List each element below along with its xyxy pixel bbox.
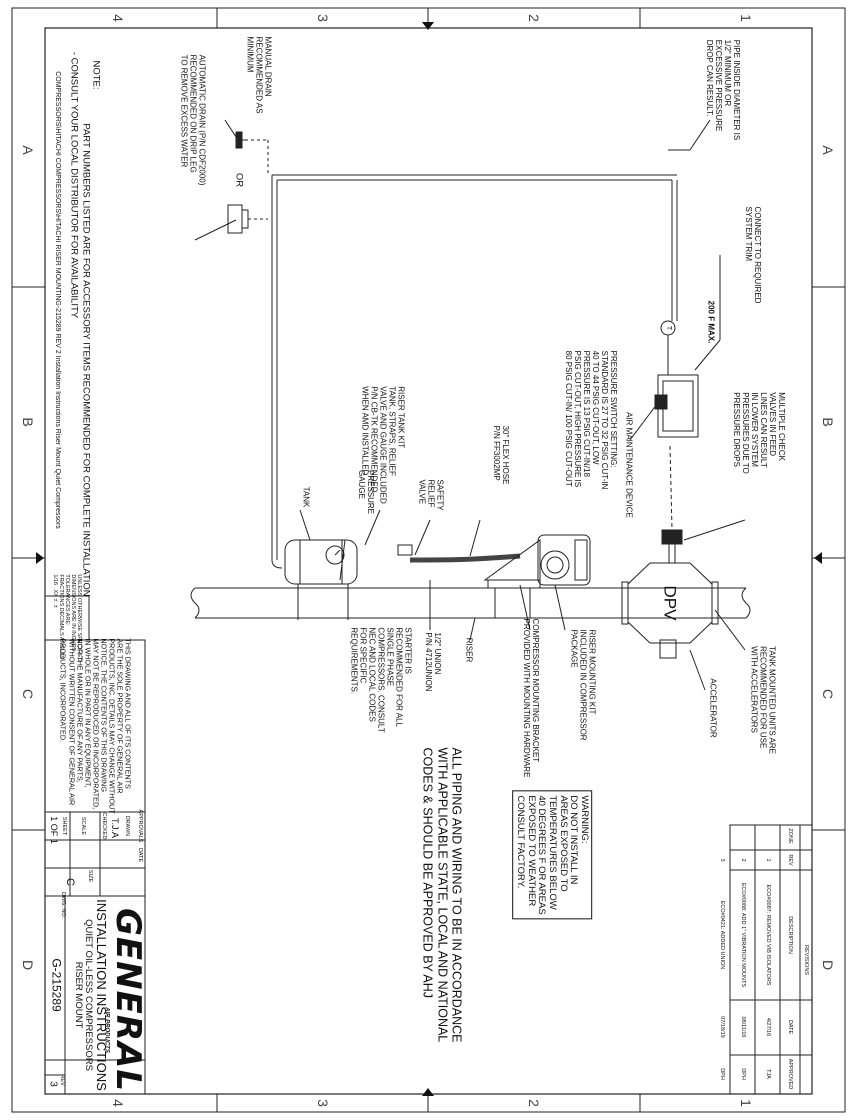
rev-value: 3	[47, 1081, 59, 1087]
rev-row-3-approved: DPH	[719, 1068, 726, 1080]
pressure-switch-callout: PRESSURE SWITCH SETTING: STANDARD IS 27 …	[564, 350, 618, 490]
pipe-inside-callout: PIPE INSIDE DIAMETER IS 1/2" MINIMUM OR …	[705, 39, 741, 141]
rev-row-2-rev: 2	[740, 858, 747, 862]
or-label: OR	[233, 172, 245, 188]
compressor-bracket-callout: COMPRESSOR MOUNTING BRACKET PROVIDED WIT…	[522, 618, 540, 778]
tank	[284, 539, 358, 585]
air-maintenance-label: AIR MAINTENANCE DEVICE	[624, 412, 634, 518]
temp-max-label: 200 F MAX.	[706, 300, 716, 344]
warning-box: WARNING: DO NOT INSTALL IN AREAS EXPOSED…	[511, 790, 593, 920]
checked-label: CHECKED	[101, 812, 108, 840]
riser-mounting-kit-callout: RISER MOUNTING KIT INCLUDED IN COMPRESSO…	[569, 629, 597, 741]
drawn-label: DRAWN	[124, 815, 131, 837]
sheet-value: 1 OF 1	[49, 816, 60, 844]
drawing-title: INSTALLATION INSTRUCTIONS	[93, 899, 109, 1091]
dpv-valve	[627, 562, 713, 644]
rev-row-1-approved: TJA	[765, 1069, 772, 1079]
date-label: DATE	[137, 847, 144, 863]
note-line-1: PART NUMBERS LISTED ARE FOR ACCESSORY IT…	[80, 123, 92, 597]
compressor	[537, 534, 591, 586]
rev-header-rev: REV	[787, 854, 794, 866]
note-line-2: - CONSULT YOUR LOCAL DISTRIBUTOR FOR AVA…	[68, 51, 80, 319]
sheet-label: SHEET	[61, 816, 68, 836]
zone-left-b: B	[20, 417, 36, 427]
safety-relief-callout: SAFETY RELIEF VALVE	[417, 479, 445, 511]
company-logo: GENERAL	[108, 908, 149, 1092]
file-path: COMPRESSORS\HITACHI COMPRESSORS\HITACHI …	[53, 71, 61, 529]
rev-header-approved: APPROVED	[787, 1058, 794, 1090]
tank-mounted-callout: TANK MOUNTED UNITS ARE RECOMMENDED FOR U…	[749, 646, 777, 754]
proprietary-note: THIS DRAWING AND ALL OF ITS CONTENTS ARE…	[58, 638, 133, 814]
riser-label: RISER	[464, 637, 474, 663]
auto-drain-callout: AUTOMATIC DRAIN (P/N CDF2000) RECOMMENDE…	[179, 54, 207, 186]
rev-row-2-description: ECO#0088: ADD 1" VIBRATION MOUNTS	[740, 882, 747, 988]
temp-symbol: T	[664, 325, 672, 331]
dwg-no: G-215289	[49, 958, 64, 1012]
pressure-gauge	[325, 545, 345, 565]
rev-row-1-date: 4/27/16	[765, 1017, 772, 1037]
piping-note: ALL PIPING AND WIRING TO BE IN ACCORDANC…	[420, 747, 464, 1043]
manual-drain-callout: MANUAL DRAIN RECOMMENDED AS MINIMUM	[245, 36, 273, 114]
pressure-gauge-callout: PRESSURE GAUGE	[357, 469, 375, 515]
drawn-by: T.J.A	[110, 817, 121, 839]
zone-top-4: 4	[110, 14, 126, 22]
revisions-heading: REVISIONS	[803, 945, 810, 975]
rev-row-1-rev: 1	[765, 858, 772, 862]
rev-header-date: DATE	[787, 1019, 794, 1035]
zone-bottom-1: 1	[738, 1099, 754, 1107]
zone-top-2: 2	[526, 14, 542, 22]
flex-hose	[409, 553, 521, 563]
flex-hose-callout: 30" FLEX HOSE P/N FF3002MP	[492, 425, 510, 485]
zone-right-b: B	[820, 417, 836, 427]
zone-left-d: D	[20, 959, 36, 971]
connect-system-callout: CONNECT TO REQUIRED SYSTEM TRIM	[744, 206, 762, 304]
union-callout: 1/2" UNION P/N 4712UNION	[424, 632, 442, 692]
rev-row-2-approved: DPH	[740, 1068, 747, 1080]
drawing-subtitle-1: QUIET OIL-LESS COMPRESSORS	[83, 919, 95, 1071]
zone-bottom-2: 2	[526, 1099, 542, 1107]
rev-row-3-date: 07/18/19	[719, 1016, 726, 1038]
zone-right-c: C	[820, 688, 836, 700]
rev-header-zone: ZONE	[787, 828, 794, 844]
rev-row-3-description: ECO#0421: ADDED UNION	[719, 900, 726, 970]
size-label: SIZE	[87, 869, 94, 883]
zone-left-a: A	[20, 145, 36, 155]
rev-header-description: DESCRIPTION	[787, 916, 794, 954]
scale-label: SCALE	[80, 816, 87, 836]
zone-bottom-3: 3	[315, 1099, 331, 1107]
dpv-label: DPV	[660, 585, 680, 621]
approvals-label: APPROVALS	[137, 809, 144, 843]
accelerator-label: ACCELERATOR	[708, 678, 718, 738]
dwg-no-label: DWG. NO.	[60, 891, 67, 919]
title-stack: INSTALLATION INSTRUCTIONS QUIET OIL-LESS…	[72, 899, 109, 1091]
rev-row-3-rev: 3	[719, 858, 726, 862]
zone-top-1: 1	[738, 14, 754, 22]
zone-top-3: 3	[315, 14, 331, 22]
note-heading: NOTE:	[90, 60, 102, 90]
rev-row-2-date: 08/11/16	[740, 1016, 747, 1038]
zone-right-d: D	[820, 959, 836, 971]
tank-label: TANK	[301, 486, 311, 508]
size-value: C	[64, 878, 77, 886]
zone-right-a: A	[820, 145, 836, 155]
drawing-subtitle-2: RISER MOUNT	[72, 961, 84, 1029]
rev-label: REV	[59, 1074, 66, 1086]
starter-callout: STARTER IS RECOMMENDED FOR ALL SINGLE PH…	[349, 627, 413, 733]
zone-bottom-4: 4	[110, 1099, 126, 1107]
rev-row-1-description: ECO#0087: REMOVED VIB ISOLATORS	[765, 884, 772, 986]
zone-left-c: C	[20, 688, 36, 700]
multiple-check-callout: MULTIPLE CHECK VALVES IN FEED LINES CAN …	[732, 392, 786, 474]
